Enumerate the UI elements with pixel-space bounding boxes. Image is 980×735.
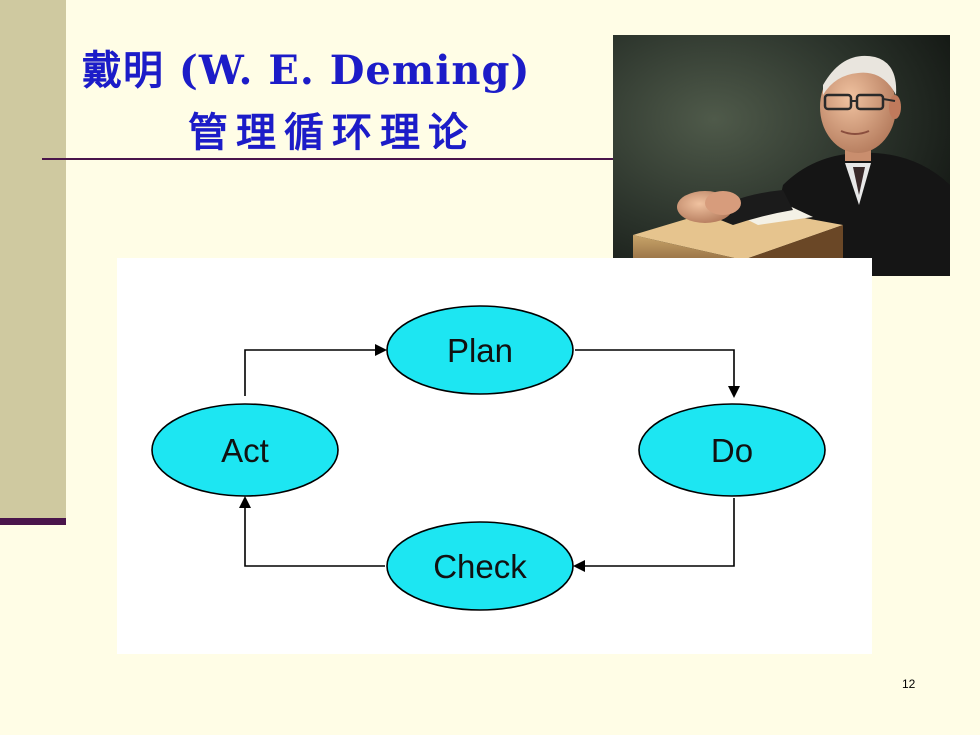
page-number: 12 xyxy=(902,677,916,691)
slide-title: 戴明 (W. E. Deming) xyxy=(82,47,531,94)
node-check: Check xyxy=(386,521,574,611)
edge-plan-to-do xyxy=(575,349,740,398)
node-do-label: Do xyxy=(711,432,753,469)
node-act-label: Act xyxy=(221,432,269,469)
node-check-label: Check xyxy=(433,548,527,585)
edge-check-to-act xyxy=(239,496,385,567)
node-plan: Plan xyxy=(386,305,574,395)
edge-do-to-check xyxy=(573,498,735,572)
pdca-diagram: Plan Do Check Act xyxy=(117,258,872,654)
node-plan-label: Plan xyxy=(447,332,513,369)
deming-photo xyxy=(613,35,950,276)
slide-subtitle: 管理循环理论 xyxy=(188,109,476,156)
portrait-image xyxy=(613,35,950,276)
sidebar-accent xyxy=(0,518,66,525)
sidebar-band xyxy=(0,0,66,518)
pdca-cycle-svg: Plan Do Check Act xyxy=(151,305,826,611)
node-act: Act xyxy=(151,403,339,497)
node-do: Do xyxy=(638,403,826,497)
edge-act-to-plan xyxy=(244,344,387,396)
title-divider xyxy=(42,158,622,160)
